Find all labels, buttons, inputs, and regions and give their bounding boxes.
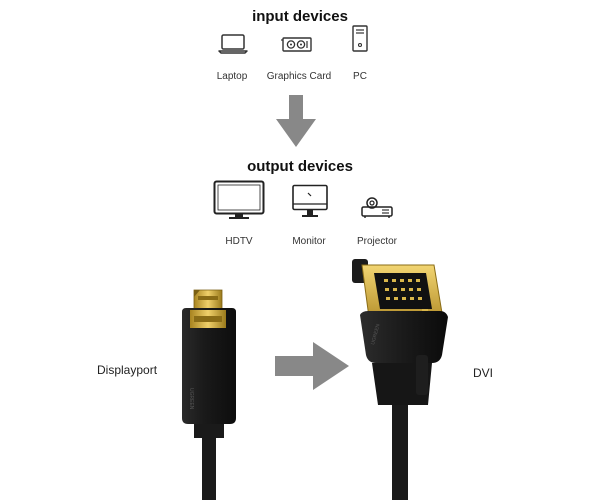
- monitor-icon: [291, 184, 329, 220]
- hdtv-label: HDTV: [225, 236, 253, 247]
- displayport-label: Displayport: [97, 363, 158, 377]
- dvi-label: DVI: [473, 366, 494, 380]
- down-arrow-icon: [276, 95, 316, 149]
- projector-label: Projector: [356, 236, 397, 247]
- monitor-label: Monitor: [292, 236, 326, 247]
- right-arrow-icon: [275, 342, 349, 390]
- displayport-brand-text: UGREEN: [188, 388, 194, 410]
- dvi-connector: UGREEN: [348, 255, 458, 500]
- laptop-label: Laptop: [216, 71, 248, 82]
- projector-icon: [360, 197, 394, 219]
- tv-icon: [213, 180, 265, 220]
- graphics-card-label: Graphics Card: [266, 71, 332, 82]
- dvi-brand-text: UGREEN: [370, 323, 381, 346]
- laptop-icon: [218, 33, 248, 55]
- displayport-connector: UGREEN: [176, 288, 246, 500]
- graphics-card-icon: [281, 37, 313, 53]
- pc-tower-icon: [351, 25, 369, 53]
- output-devices-heading: output devices: [247, 158, 353, 175]
- pc-label: PC: [353, 71, 367, 82]
- input-devices-heading: input devices: [252, 8, 348, 25]
